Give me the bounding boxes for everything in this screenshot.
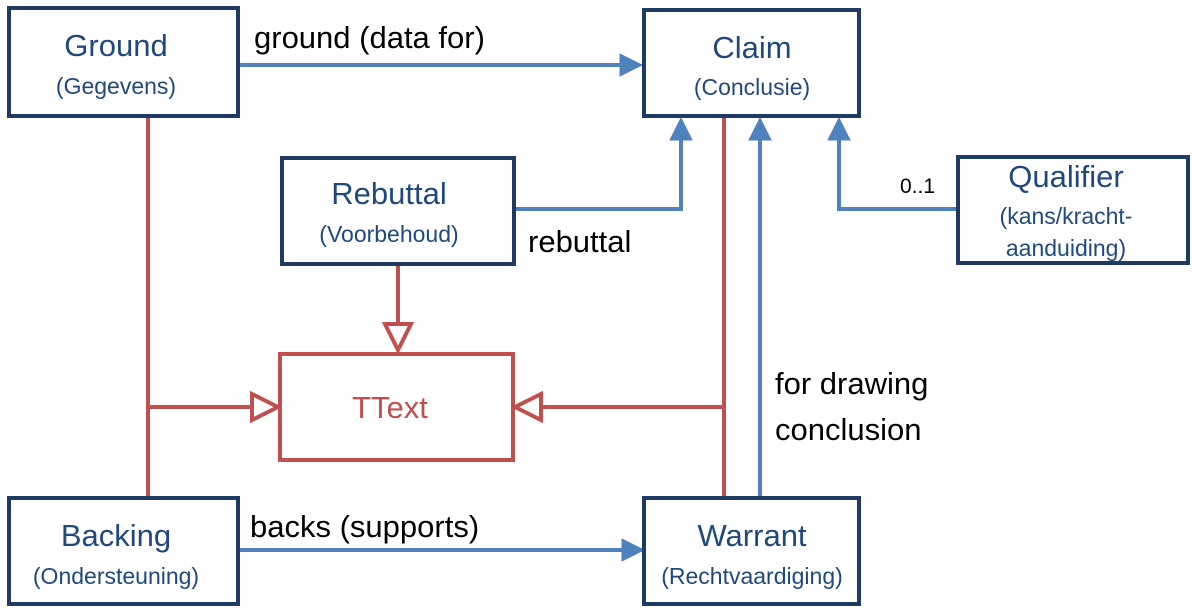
qualifier-multiplicity-label: 0..1 xyxy=(900,175,935,198)
ttext-box xyxy=(278,352,515,462)
qualifier-to-claim-arrowhead xyxy=(827,116,851,141)
warrant-title: Warrant xyxy=(697,518,806,553)
rebuttal-to-claim-arrowhead xyxy=(669,116,693,141)
ttext-right-arrowhead xyxy=(510,390,543,424)
node-warrant[interactable]: Warrant (Rechtvaardiging) xyxy=(642,496,861,606)
backing-to-warrant-arrowhead xyxy=(621,538,646,562)
node-backing[interactable]: Backing (Ondersteuning) xyxy=(7,496,240,606)
node-ttext[interactable]: TText xyxy=(278,352,515,462)
ground-subtitle: (Gegevens) xyxy=(56,73,176,99)
rebuttal-to-claim-line xyxy=(514,140,683,211)
qualifier-subtitle-line2: aanduiding) xyxy=(1006,235,1126,261)
backing-box xyxy=(7,496,240,606)
warrant-to-claim-arrowhead xyxy=(748,116,772,141)
edge-labels: ground (data for) rebuttal 0..1 for draw… xyxy=(250,20,935,544)
backing-subtitle: (Ondersteuning) xyxy=(33,563,199,589)
ttext-title: TText xyxy=(352,390,428,425)
ground-to-claim-arrowhead xyxy=(619,53,644,77)
node-qualifier[interactable]: Qualifier (kans/kracht- aanduiding) xyxy=(956,155,1190,265)
ground-claim-label: ground (data for) xyxy=(254,20,485,55)
warrant-claim-label-line2: conclusion xyxy=(775,412,921,447)
claim-title: Claim xyxy=(712,30,791,65)
ttext-left-arrowhead xyxy=(250,390,283,424)
backing-warrant-label: backs (supports) xyxy=(250,509,479,544)
node-rebuttal[interactable]: Rebuttal (Voorbehoud) xyxy=(280,156,516,266)
qualifier-to-claim-line xyxy=(837,140,958,211)
qualifier-box xyxy=(956,155,1190,265)
rebuttal-title: Rebuttal xyxy=(331,176,446,211)
qualifier-title: Qualifier xyxy=(1008,159,1123,194)
warrant-claim-label-line1: for drawing xyxy=(775,366,928,401)
qualifier-subtitle-line1: (kans/kracht- xyxy=(1000,203,1133,229)
ground-title: Ground xyxy=(64,28,167,63)
rebuttal-subtitle: (Voorbehoud) xyxy=(319,221,458,247)
node-ground[interactable]: Ground (Gegevens) xyxy=(7,6,240,118)
claim-box xyxy=(642,8,861,118)
rebuttal-box xyxy=(280,156,516,266)
ttext-top-arrowhead xyxy=(381,322,415,355)
ground-box xyxy=(7,6,240,118)
backing-title: Backing xyxy=(61,518,171,553)
node-claim[interactable]: Claim (Conclusie) xyxy=(642,8,861,118)
warrant-box xyxy=(642,496,861,606)
generalization-edges xyxy=(146,118,726,496)
warrant-subtitle: (Rechtvaardiging) xyxy=(661,563,843,589)
rebuttal-claim-label: rebuttal xyxy=(528,224,631,259)
claim-subtitle: (Conclusie) xyxy=(694,74,810,100)
association-edges xyxy=(238,53,958,562)
